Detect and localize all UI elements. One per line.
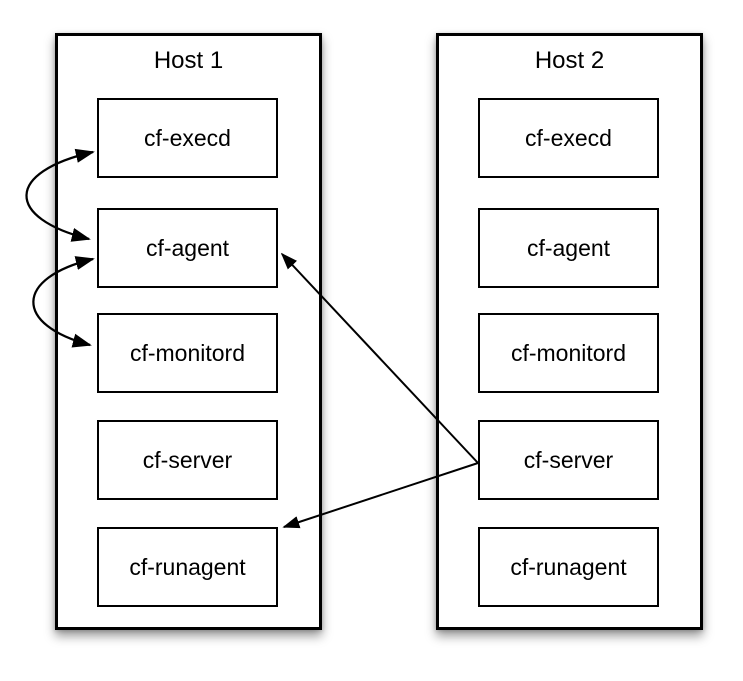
- host-1-process-cf-monitord: cf-monitord: [97, 313, 278, 393]
- host-1-process-cf-agent: cf-agent: [97, 208, 278, 288]
- host-2-process-cf-runagent: cf-runagent: [478, 527, 659, 607]
- host-2-process-cf-server: cf-server: [478, 420, 659, 500]
- host-1-process-cf-execd: cf-execd: [97, 98, 278, 178]
- host-1-process-cf-runagent: cf-runagent: [97, 527, 278, 607]
- host-2-title: Host 2: [534, 47, 605, 74]
- host-2-process-cf-agent: cf-agent: [478, 208, 659, 288]
- host-2-container: Host 2 cf-execd cf-agent cf-monitord cf-…: [436, 33, 703, 630]
- host-2-process-cf-monitord: cf-monitord: [478, 313, 659, 393]
- host-1-process-cf-server: cf-server: [97, 420, 278, 500]
- host-2-process-cf-execd: cf-execd: [478, 98, 659, 178]
- host-1-title: Host 1: [153, 47, 224, 74]
- host-1-container: Host 1 cf-execd cf-agent cf-monitord cf-…: [55, 33, 322, 630]
